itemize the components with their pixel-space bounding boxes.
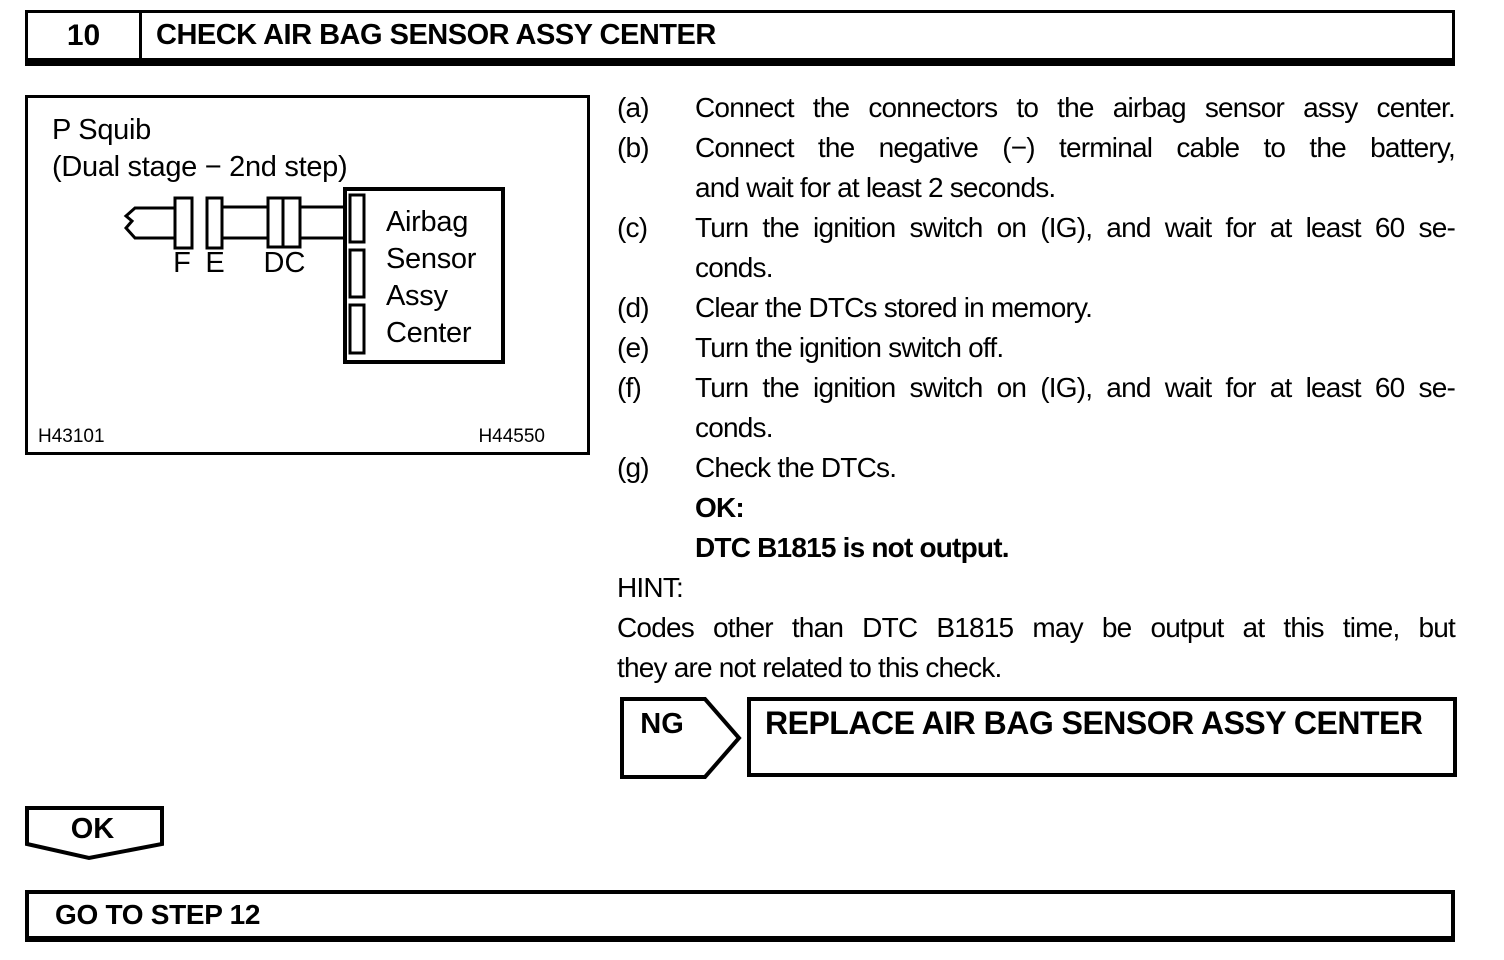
hint-label: HINT: — [617, 572, 684, 603]
instruction-step-d: (d) Clear the DTCs stored in memory. — [617, 288, 1455, 328]
step-number: 10 — [28, 13, 142, 58]
airbag-sensor-box — [343, 187, 505, 364]
box-label-line3: Assy — [386, 280, 448, 312]
airbag-sensor-box-label: Airbag Sensor Assy Center — [386, 204, 476, 352]
connector-label-e: E — [205, 247, 225, 279]
step-text: and wait for at least 2 seconds. — [695, 172, 1056, 203]
step-text: conds. — [695, 252, 774, 283]
step-letter: (e) — [617, 332, 650, 363]
step-letter: (c) — [617, 212, 648, 243]
wire-segment-dc-box — [298, 205, 352, 240]
figure-box: P Squib (Dual stage − 2nd step) F E DC A… — [25, 95, 590, 455]
sensor-pin-1 — [348, 193, 366, 244]
connector-label-dc: DC — [263, 247, 306, 279]
figure-code-left: H43101 — [38, 426, 105, 447]
ng-arrow-label: NG — [640, 708, 684, 740]
instruction-step-c: (c) Turn the ignition switch on (IG), an… — [617, 208, 1456, 288]
footer-action-text: GO TO STEP 12 — [55, 899, 261, 930]
ok-condition-result: DTC B1815 is not output. — [695, 532, 1010, 563]
step-text: Turn the ignition switch off. — [695, 332, 1004, 363]
step-letter: (f) — [617, 372, 642, 403]
ng-action-text: REPLACE AIR BAG SENSOR ASSY CENTER — [765, 705, 1423, 741]
instruction-step-f: (f) Turn the ignition switch on (IG), an… — [617, 368, 1456, 448]
figure-caption-line1: P Squib — [52, 114, 151, 146]
connector-diagram — [123, 187, 505, 364]
connector-e — [205, 196, 224, 250]
step-text: Clear the DTCs stored in memory. — [695, 292, 1093, 323]
step-text: Connect the negative (−) terminal cable … — [695, 132, 1456, 163]
instruction-step-a: (a) Connect the connectors to the airbag… — [617, 88, 1456, 128]
box-label-line1: Airbag — [386, 206, 469, 238]
instruction-step-e: (e) Turn the ignition switch off. — [617, 328, 1455, 368]
connector-c — [281, 196, 302, 249]
step-text: Turn the ignition switch on (IG), and wa… — [695, 212, 1456, 243]
instruction-step-b: (b) Connect the negative (−) terminal ca… — [617, 128, 1456, 208]
step-header: 10 CHECK AIR BAG SENSOR ASSY CENTER — [25, 10, 1455, 66]
step-text: Check the DTCs. — [695, 452, 897, 483]
step-letter: (g) — [617, 452, 650, 483]
connector-f — [173, 196, 194, 250]
step-text: conds. — [695, 412, 774, 443]
step-text: Turn the ignition switch on (IG), and wa… — [695, 372, 1456, 403]
hint-text-line2: they are not related to this check. — [617, 652, 1002, 683]
figure-code-right: H44550 — [478, 426, 545, 447]
broken-wire-end — [123, 206, 178, 240]
ok-arrow-label: OK — [70, 813, 115, 845]
sensor-pin-3 — [348, 303, 366, 355]
step-letter: (d) — [617, 292, 650, 323]
ng-action-box: REPLACE AIR BAG SENSOR ASSY CENTER — [747, 697, 1457, 777]
instruction-list: (a) Connect the connectors to the airbag… — [617, 88, 1456, 688]
sensor-pin-2 — [348, 248, 366, 299]
figure-caption-line2: (Dual stage − 2nd step) — [52, 151, 348, 183]
box-label-line4: Center — [386, 317, 472, 349]
footer-action-bar: GO TO STEP 12 — [25, 890, 1455, 942]
ok-condition-label: OK: — [695, 492, 745, 523]
instruction-step-g: (g) Check the DTCs. — [617, 448, 1455, 488]
step-letter: (a) — [617, 92, 650, 123]
connector-label-f: F — [173, 247, 191, 279]
ok-arrow-pentagon — [25, 806, 164, 861]
connector-d — [266, 196, 285, 249]
box-label-line2: Sensor — [386, 243, 477, 275]
hint-text-line1: Codes other than DTC B1815 may be output… — [617, 612, 1456, 643]
step-letter: (b) — [617, 132, 650, 163]
ng-arrow-pentagon — [620, 697, 742, 779]
figure-caption: P Squib (Dual stage − 2nd step) — [52, 112, 348, 186]
step-title: CHECK AIR BAG SENSOR ASSY CENTER — [156, 19, 716, 51]
step-text: Connect the connectors to the airbag sen… — [695, 92, 1456, 123]
wire-segment-e-dc — [220, 205, 270, 240]
